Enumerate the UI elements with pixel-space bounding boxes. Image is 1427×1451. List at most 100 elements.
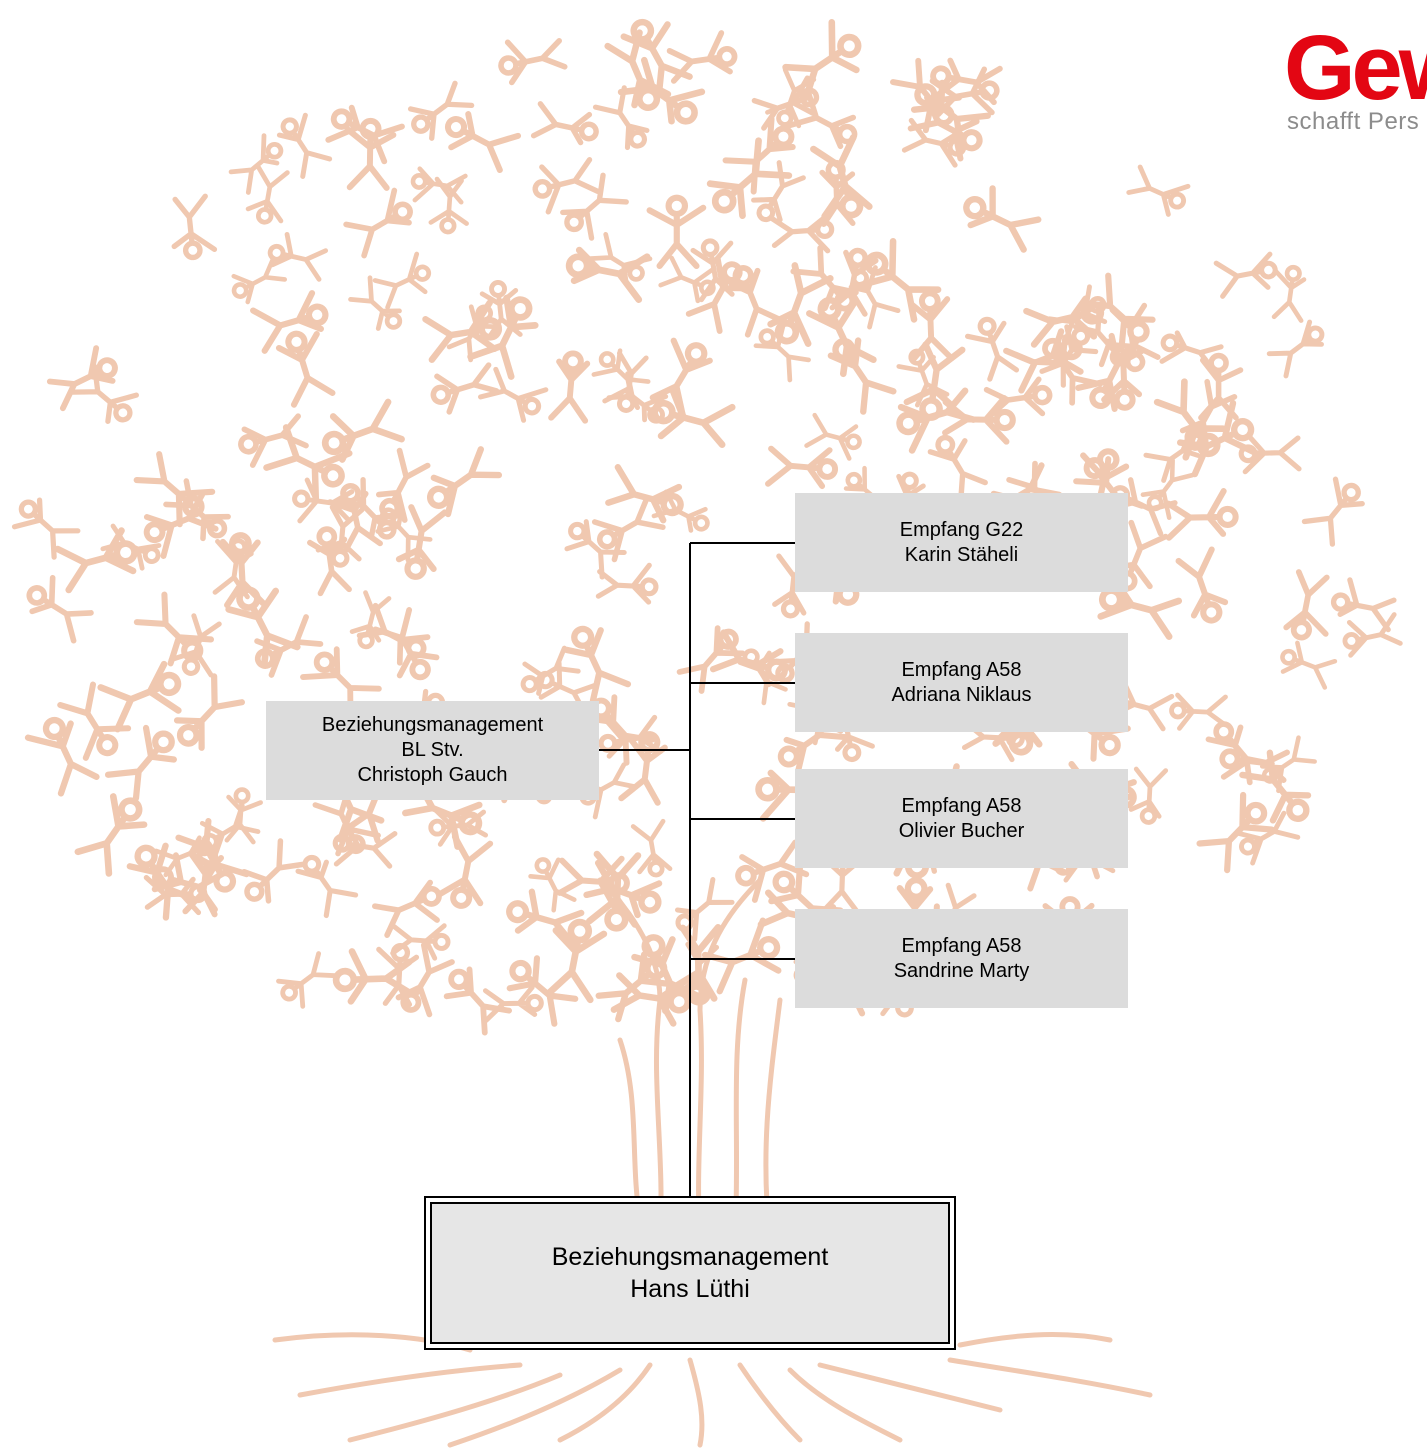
stick-figure	[478, 366, 549, 423]
stick-figure	[546, 918, 608, 1004]
stick-figure	[965, 316, 1020, 382]
stick-figure	[349, 590, 392, 650]
stick-figure	[1128, 766, 1169, 825]
stick-figure	[592, 85, 650, 151]
stick-figure	[709, 629, 788, 688]
logo-wordmark: Gew	[1284, 22, 1427, 119]
stick-figure	[827, 337, 897, 415]
stick-figure	[606, 371, 669, 424]
stick-figure	[24, 716, 100, 797]
stick-figure	[777, 708, 851, 774]
stick-figure	[467, 294, 539, 380]
stick-figure	[565, 246, 651, 303]
org-box-name: Hans Lüthi	[630, 1275, 750, 1303]
stick-figure	[536, 660, 600, 716]
stick-figure	[722, 116, 796, 195]
stick-figure	[610, 972, 692, 1027]
stick-figure	[674, 876, 735, 942]
stick-figure	[182, 844, 225, 918]
org-box-title: Empfang G22	[899, 518, 1024, 541]
org-box-name: Sandrine Marty	[893, 959, 1030, 982]
stick-figure	[735, 839, 810, 903]
tree-roots	[272, 1332, 1153, 1448]
stick-figure	[927, 434, 988, 500]
stick-figure	[1271, 264, 1307, 323]
stick-figure	[275, 330, 336, 408]
stick-figure	[54, 527, 138, 594]
stick-figure	[46, 345, 118, 412]
stick-figure	[390, 923, 451, 961]
stick-figure	[428, 176, 469, 235]
stick-figure	[70, 363, 139, 424]
stick-figure	[1330, 577, 1397, 633]
stick-figure	[649, 337, 713, 419]
stick-figure	[548, 350, 591, 424]
stick-figure	[1205, 721, 1275, 786]
stick-figure	[1213, 251, 1278, 299]
stick-figure	[163, 478, 231, 542]
stick-figure	[767, 262, 834, 347]
stick-figure	[848, 265, 901, 330]
stick-figure	[1235, 810, 1301, 866]
stick-figure	[428, 807, 489, 847]
stick-figure	[983, 376, 1053, 419]
stick-figure	[591, 348, 651, 401]
stick-figure	[151, 852, 228, 913]
stick-figure	[1159, 330, 1224, 373]
stick-figure	[755, 769, 837, 822]
stick-figure	[168, 613, 222, 678]
stick-figure	[1239, 749, 1312, 824]
stick-figure	[929, 66, 1000, 118]
stick-figure	[765, 445, 839, 490]
org-box-name: Christoph Gauch	[357, 764, 508, 786]
stick-figure	[1080, 272, 1156, 351]
stick-figure	[437, 833, 494, 909]
stick-figure	[1165, 488, 1239, 541]
stick-figure	[276, 112, 333, 179]
stick-figure	[588, 231, 653, 284]
org-box-root: Beziehungsmanagement Hans Lüthi	[424, 1196, 956, 1350]
stick-figure	[430, 362, 500, 415]
stick-figure	[57, 681, 132, 761]
stick-figure	[564, 519, 627, 580]
stick-figure	[772, 553, 815, 619]
stick-figure	[790, 245, 859, 312]
stick-figure	[372, 251, 432, 310]
stick-figure	[372, 879, 442, 938]
stick-figure	[263, 424, 353, 503]
org-box-title: Beziehungsmanagement	[321, 714, 544, 736]
stick-figure	[1031, 334, 1103, 406]
stick-figure	[751, 160, 806, 223]
org-box-root-inner: Beziehungsmanagement Hans Lüthi	[430, 1202, 950, 1344]
stick-figure	[295, 854, 359, 919]
stick-figure	[321, 398, 405, 463]
org-box-report-2: Empfang A58 Adriana Niklaus	[795, 633, 1128, 732]
stick-figure	[1039, 324, 1099, 388]
stick-figure	[443, 966, 512, 1036]
org-box-name: Karin Stäheli	[904, 543, 1019, 566]
stick-figure	[343, 187, 413, 259]
stick-figure	[26, 574, 94, 644]
stick-figure	[782, 19, 862, 101]
logo-tagline: schafft Pers	[1287, 108, 1420, 135]
stick-figure	[228, 133, 284, 195]
org-box-report-1: Empfang G22 Karin Stäheli	[795, 493, 1128, 592]
tree-trunk	[597, 877, 783, 1243]
stick-figure	[843, 465, 898, 524]
stick-figure	[11, 497, 81, 560]
stick-figure	[171, 193, 218, 261]
org-box-title: Empfang A58	[901, 658, 1022, 681]
stick-figure	[909, 290, 955, 363]
stick-figure	[1280, 640, 1338, 690]
stick-figure	[591, 496, 666, 563]
stick-figure	[267, 231, 329, 282]
stick-figure	[528, 857, 577, 913]
stick-figure	[1301, 476, 1365, 547]
stick-figure	[276, 951, 338, 1009]
org-box-title: Empfang A58	[901, 934, 1022, 957]
org-box-report-3: Empfang A58 Olivier Bucher	[795, 769, 1128, 868]
org-box-name: Olivier Bucher	[898, 819, 1025, 842]
stick-figure	[804, 412, 862, 461]
stick-figure	[903, 341, 966, 421]
org-box-report-4: Empfang A58 Sandrine Marty	[795, 909, 1128, 1008]
